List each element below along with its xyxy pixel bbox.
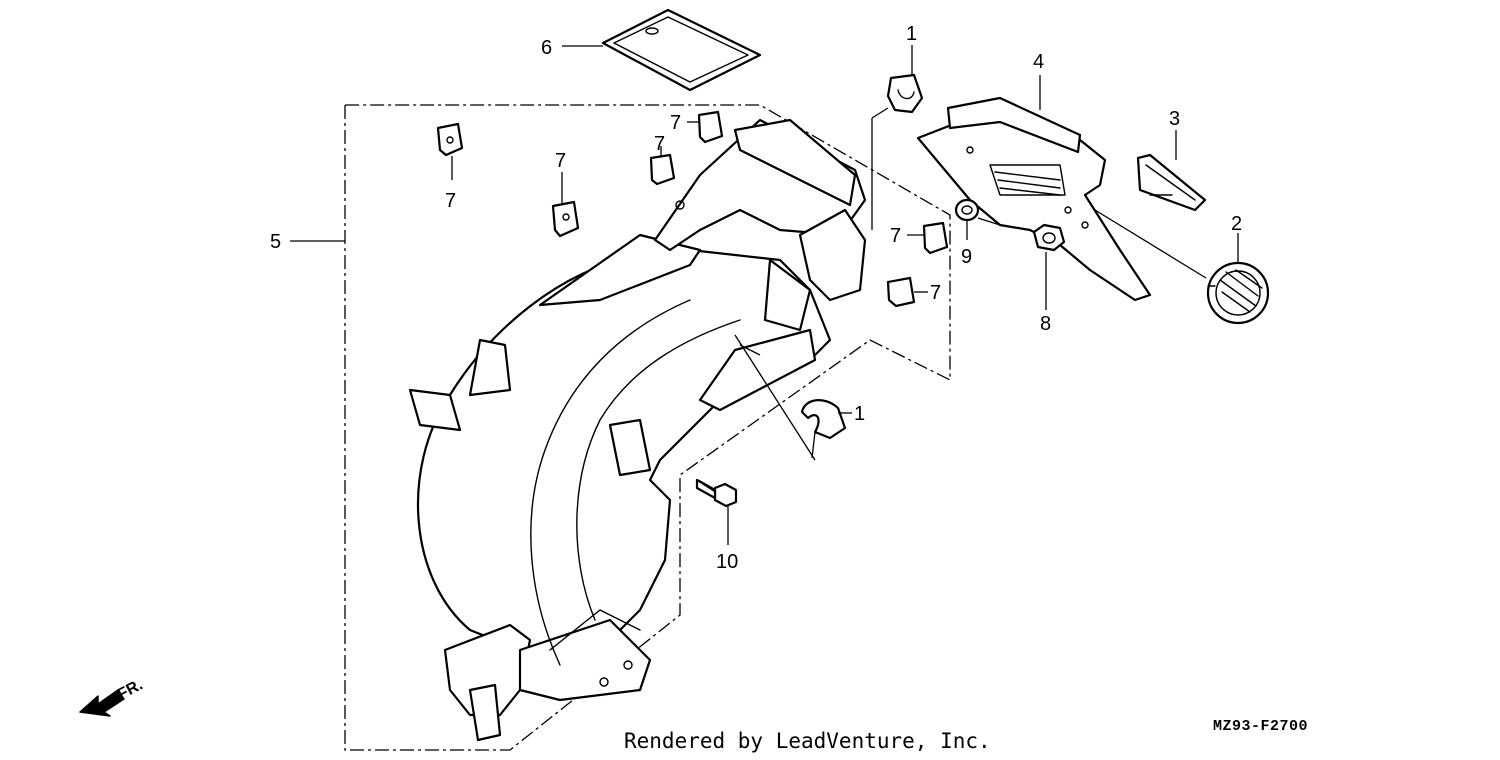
part-7-clip-nut-e[interactable] [907, 221, 949, 255]
callout-7-f: 7 [930, 282, 941, 304]
part-8-nut[interactable] [1032, 223, 1066, 310]
part-1-cable-clip-lower[interactable] [800, 399, 852, 459]
callout-7-b: 7 [555, 150, 566, 172]
part-7-clip-nut-a[interactable] [436, 122, 464, 180]
part-10-flange-bolt[interactable] [695, 478, 738, 545]
part-7-clip-nut-c[interactable] [687, 110, 724, 144]
part-1-cable-clip-upper[interactable] [871, 45, 924, 230]
callout-8: 8 [1040, 313, 1051, 335]
part-7-clip-nut-f[interactable] [886, 276, 928, 308]
credit-text: Rendered by LeadVenture, Inc. [624, 729, 991, 753]
callout-7-c: 7 [670, 112, 681, 134]
callout-9: 9 [961, 246, 972, 268]
callout-1-lower: 1 [854, 403, 865, 425]
part-7-clip-nut-d[interactable] [649, 146, 676, 186]
callout-7-d: 7 [654, 133, 665, 155]
part-9-grommet[interactable] [954, 198, 1001, 240]
callout-7-e: 7 [890, 225, 901, 247]
callout-1-upper: 1 [906, 23, 917, 45]
callout-10: 10 [716, 551, 738, 573]
callout-4: 4 [1033, 51, 1044, 73]
part-4-rear-bracket[interactable] [916, 75, 1152, 302]
callout-6: 6 [541, 37, 552, 59]
part-5-rear-inner-fender[interactable] [408, 118, 867, 742]
callout-2: 2 [1231, 213, 1242, 235]
callout-3: 3 [1169, 108, 1180, 130]
diagram-code: MZ93-F2700 [1213, 718, 1308, 735]
front-direction-arrow: FR. [79, 676, 146, 717]
part-6-seal-sheet[interactable] [562, 8, 762, 92]
assembly-bracket [290, 104, 951, 751]
callout-5: 5 [270, 231, 281, 253]
callout-7-a: 7 [445, 190, 456, 212]
part-2-reflector[interactable] [1094, 209, 1270, 325]
part-7-clip-nut-b[interactable] [551, 172, 580, 238]
part-3-license-light[interactable] [1136, 130, 1207, 212]
